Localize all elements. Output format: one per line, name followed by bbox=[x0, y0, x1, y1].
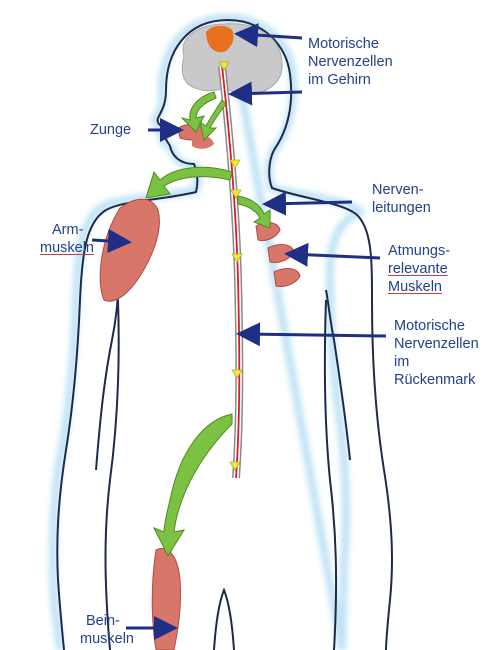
body-outline bbox=[57, 20, 228, 650]
breathing-muscle-3 bbox=[274, 269, 300, 287]
label-leg: Bein- muskeln bbox=[80, 612, 134, 648]
arm-muscle bbox=[100, 199, 159, 301]
left-torso-line bbox=[106, 300, 119, 650]
label-breathing-line-2: relevante bbox=[388, 260, 450, 278]
label-spinal-cells-line-1: Motorische bbox=[394, 317, 479, 335]
label-nerves-line-1: Nerven- bbox=[372, 181, 431, 199]
label-brain-cells: Motorische Nervenzellen im Gehirn bbox=[308, 35, 393, 89]
label-tongue: Zunge bbox=[90, 121, 131, 139]
leg-muscle bbox=[152, 548, 180, 650]
green-arrow-leg bbox=[154, 414, 232, 556]
label-arm-line-1: Arm- bbox=[40, 221, 94, 239]
crotch-line bbox=[214, 590, 234, 650]
green-arrow-tongue-2 bbox=[200, 100, 226, 140]
label-brain-cells-line-1: Motorische bbox=[308, 35, 393, 53]
label-nerves: Nerven- leitungen bbox=[372, 181, 431, 217]
label-breathing-line-1: Atmungs- bbox=[388, 242, 450, 260]
label-spinal-cells-line-4: Rückenmark bbox=[394, 371, 479, 389]
label-tongue-line-1: Zunge bbox=[90, 121, 131, 139]
label-brain-cells-line-2: Nervenzellen bbox=[308, 53, 393, 71]
label-leg-line-2: muskeln bbox=[80, 630, 134, 648]
label-breathing-line-3: Muskeln bbox=[388, 278, 450, 296]
label-spinal-cells-line-3: im bbox=[394, 353, 479, 371]
label-spinal-cells-line-2: Nervenzellen bbox=[394, 335, 479, 353]
label-nerves-line-2: leitungen bbox=[372, 199, 431, 217]
arrow-nerves bbox=[268, 202, 352, 204]
label-arm: Arm- muskeln bbox=[40, 221, 94, 257]
arrow-brain-axon bbox=[234, 92, 302, 94]
label-arm-line-2: muskeln bbox=[40, 239, 94, 257]
label-brain-cells-line-3: im Gehirn bbox=[308, 71, 393, 89]
arrow-breathing bbox=[290, 254, 380, 258]
arrow-spinal-cells bbox=[242, 334, 386, 336]
label-spinal-cells: Motorische Nervenzellen im Rückenmark bbox=[394, 317, 479, 389]
label-breathing: Atmungs- relevante Muskeln bbox=[388, 242, 450, 296]
arrow-arm bbox=[92, 240, 126, 242]
label-leg-line-1: Bein- bbox=[80, 612, 134, 630]
